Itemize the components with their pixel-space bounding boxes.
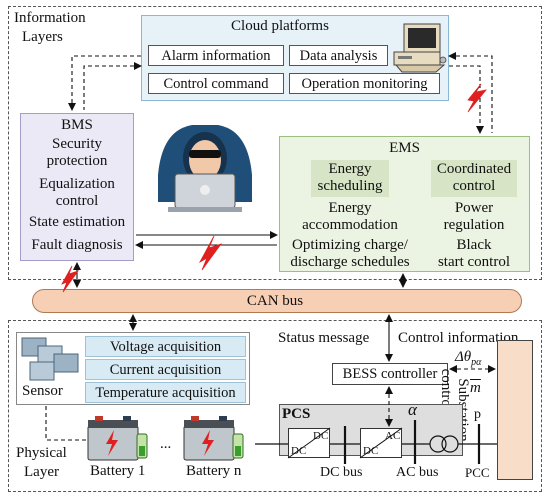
can-bus-label: CAN bus bbox=[246, 293, 304, 309]
bms-item-fault-diagnosis: Fault diagnosis bbox=[31, 237, 123, 253]
bms-item-state-estimation: State estimation bbox=[28, 214, 126, 230]
current-acquisition: Current acquisition bbox=[85, 359, 246, 380]
energy-scheduling-2: scheduling bbox=[317, 178, 383, 194]
ac-bus-label: AC bus bbox=[396, 465, 439, 480]
lightning-bolt-icon bbox=[61, 265, 80, 293]
info-layer-label-1: Information bbox=[14, 10, 86, 26]
ems-box bbox=[279, 136, 530, 272]
coordinated-control-1: Coordinated bbox=[436, 161, 512, 177]
lightning-bolt-icon bbox=[198, 235, 223, 271]
can-bus bbox=[32, 289, 522, 313]
p-label: p bbox=[474, 407, 481, 422]
physical-layer-label-1: Physical bbox=[16, 445, 67, 461]
ac-dc-top: AC bbox=[385, 430, 401, 442]
dcdc-diagonal bbox=[287, 427, 331, 459]
battery-ellipsis: ... bbox=[160, 436, 172, 452]
physical-layer-label-2: Layer bbox=[24, 464, 59, 480]
bms-item-security: Security bbox=[52, 136, 102, 152]
status-message-label: Status message bbox=[278, 330, 370, 346]
substation-box bbox=[497, 340, 533, 480]
ems-right-1: Power bbox=[454, 200, 494, 216]
physical-layer-zone bbox=[8, 320, 542, 492]
lightning-bolt-icon bbox=[467, 83, 488, 113]
ems-left-1: Energy bbox=[328, 200, 372, 216]
delta-theta-label: Δθpα bbox=[455, 350, 481, 368]
ems-right-4: start control bbox=[437, 254, 511, 270]
delta-theta-symbol: Δθ bbox=[455, 349, 472, 365]
control-information-label: Control information bbox=[398, 330, 519, 346]
transformer-icon bbox=[429, 435, 459, 453]
coordinated-control-2: control bbox=[452, 178, 496, 194]
battery-icon bbox=[87, 416, 148, 461]
acdc-diagonal bbox=[359, 427, 403, 459]
delta-theta-subscript: pα bbox=[471, 357, 482, 368]
ems-right-2: regulation bbox=[443, 217, 505, 233]
operation-monitoring-cell: Operation monitoring bbox=[289, 73, 440, 94]
ems-left-2: accommodation bbox=[302, 217, 398, 233]
data-analysis-cell: Data analysis bbox=[289, 45, 388, 66]
battery-icon bbox=[183, 416, 244, 461]
alpha-label: α bbox=[408, 400, 417, 419]
ems-right-3: Black bbox=[456, 237, 492, 253]
energy-scheduling-tag bbox=[311, 160, 389, 197]
hacker-icon bbox=[158, 125, 252, 212]
sensor-stack-icon bbox=[21, 337, 79, 381]
bms-item-equalization: Equalization bbox=[39, 176, 115, 192]
bus-bars bbox=[343, 420, 481, 464]
energy-scheduling-1: Energy bbox=[328, 161, 372, 177]
bess-controller-label: BESS controller bbox=[342, 366, 438, 382]
alarm-information-cell: Alarm information bbox=[148, 45, 284, 66]
sensor-battery-link bbox=[45, 406, 86, 441]
bms-item-protection: protection bbox=[46, 153, 108, 169]
sensor-label: Sensor bbox=[22, 383, 63, 399]
bms-box bbox=[20, 113, 134, 261]
ems-left-4: discharge schedules bbox=[290, 254, 410, 270]
dc-bus-label: DC bus bbox=[320, 465, 363, 480]
voltage-acquisition: Voltage acquisition bbox=[85, 336, 246, 357]
ems-title: EMS bbox=[389, 140, 420, 156]
information-layer-zone bbox=[8, 6, 542, 280]
pcc-label: PCC bbox=[465, 465, 490, 480]
ems-left-3: Optimizing charge/ bbox=[292, 237, 408, 253]
coordinated-control-tag bbox=[431, 160, 517, 197]
cloud-ems-link bbox=[448, 52, 493, 134]
cloud-bms-link bbox=[68, 55, 142, 111]
m-label: m bbox=[470, 380, 481, 396]
control-command-cell: Control command bbox=[148, 73, 284, 94]
info-layer-label-2: Layers bbox=[22, 29, 63, 45]
battery-1-label: Battery 1 bbox=[90, 463, 146, 479]
bms-ems-link bbox=[135, 231, 278, 249]
dc-dc-top: DC bbox=[313, 430, 329, 442]
battery-n-label: Battery n bbox=[186, 463, 242, 479]
bms-item-control: control bbox=[55, 193, 99, 209]
bms-title: BMS bbox=[61, 117, 93, 133]
cloud-platforms-title: Cloud platforms bbox=[231, 18, 329, 34]
computer-icon bbox=[393, 23, 447, 73]
pcs-label: PCS bbox=[282, 406, 311, 422]
bess-controller-box bbox=[332, 363, 448, 385]
temperature-acquisition: Temperature acquisition bbox=[85, 382, 246, 403]
